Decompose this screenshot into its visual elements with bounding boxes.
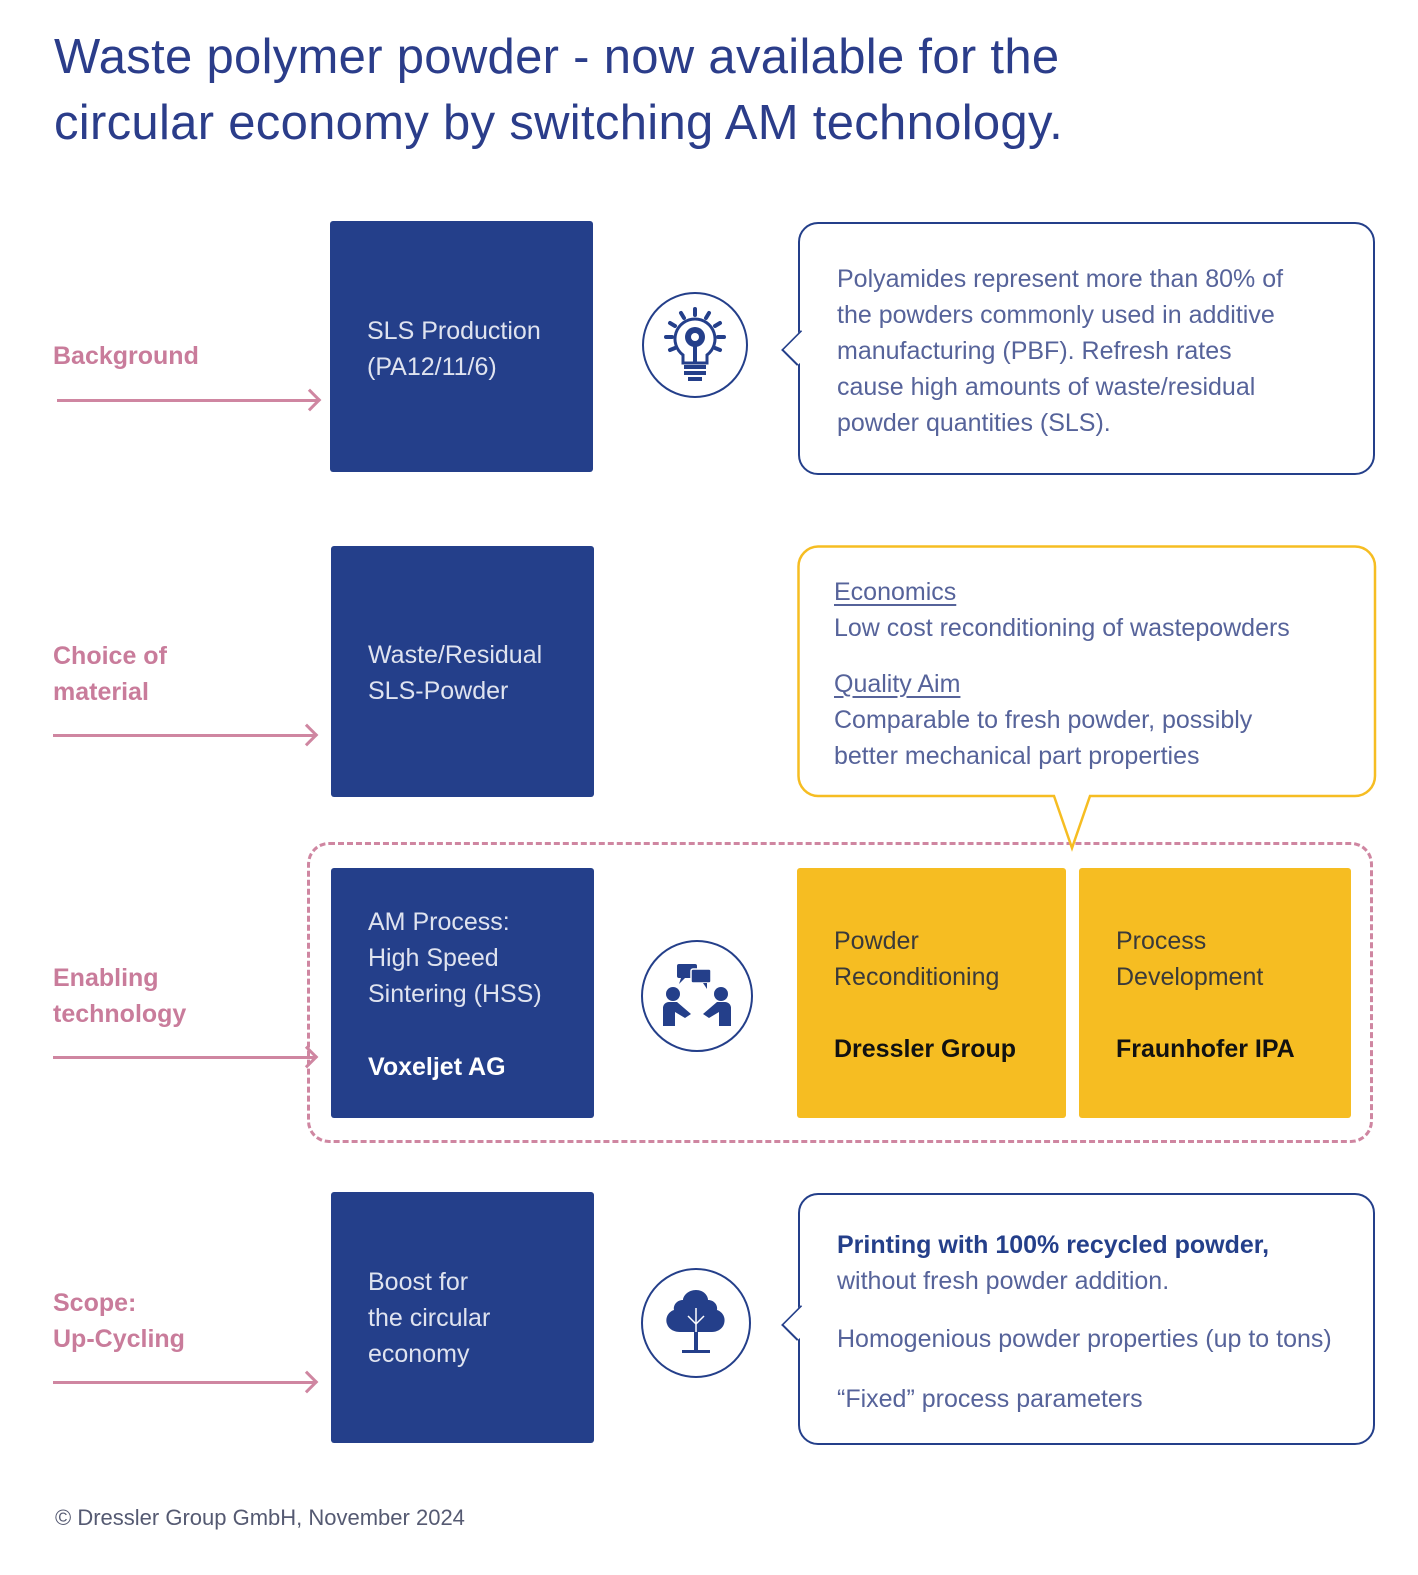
role-text: Process (1116, 927, 1207, 955)
title-line: circular economy by switching AM technol… (54, 96, 1064, 150)
row-label-choice-of-material: Choice of material (53, 638, 167, 710)
handshake-people-icon (641, 940, 753, 1052)
label-text: Enabling (53, 964, 159, 992)
partner-name: Fraunhofer IPA (1116, 1035, 1295, 1063)
box-text: the circular (368, 1304, 491, 1332)
quality-text: Comparable to fresh powder, possibly (834, 706, 1253, 734)
label-text: technology (53, 1000, 187, 1028)
label-text: Choice of (53, 642, 167, 670)
callout-line: without fresh powder addition. (837, 1267, 1170, 1295)
box-text: AM Process: (368, 908, 510, 936)
economics-text: Low cost reconditioning of wastepowders (834, 614, 1290, 642)
economics-callout: Economics Low cost reconditioning of was… (834, 574, 1290, 774)
partner-name: Dressler Group (834, 1035, 1017, 1063)
box-text: Waste/Residual (368, 641, 543, 669)
label-text: Up-Cycling (53, 1325, 185, 1353)
callout-line: Polyamides represent more than 80% of (837, 265, 1284, 293)
quality-text: better mechanical part properties (834, 742, 1200, 770)
label-text: material (53, 678, 149, 706)
partner-name: Voxeljet AG (368, 1053, 506, 1081)
economics-heading: Economics (834, 578, 957, 606)
box-text: economy (368, 1340, 470, 1368)
scope-callout: Printing with 100% recycled powder, with… (781, 1193, 1375, 1445)
tree-icon (641, 1268, 751, 1378)
economics-callout-outline (797, 545, 1377, 852)
row-label-background: Background (53, 338, 199, 374)
callout-pointer (781, 1305, 817, 1341)
callout-line: “Fixed” process parameters (837, 1385, 1143, 1413)
row-label-enabling-technology: Enabling technology (53, 960, 186, 1032)
callout-line: Homogenious powder properties (up to ton… (837, 1325, 1332, 1353)
box-text: (PA12/11/6) (367, 353, 497, 381)
callout-line: cause high amounts of waste/residual (837, 373, 1256, 401)
label-text: Background (53, 342, 199, 370)
callout-pointer (781, 330, 817, 366)
background-callout: Polyamides represent more than 80% of th… (781, 222, 1375, 475)
copyright-footer: © Dressler Group GmbH, November 2024 (55, 1505, 465, 1530)
callout-line: powder quantities (SLS). (837, 409, 1111, 437)
row-label-scope: Scope: Up-Cycling (53, 1285, 185, 1357)
sls-production-box: SLS Production (PA12/11/6) (330, 221, 593, 472)
role-text: Development (1116, 963, 1264, 991)
box-text: SLS-Powder (368, 677, 509, 705)
label-text: Scope: (53, 1289, 137, 1317)
arrow (53, 734, 314, 737)
arrow (57, 399, 317, 402)
box-text: High Speed (368, 944, 499, 972)
title-line: Waste polymer powder - now available for… (54, 30, 1060, 84)
lightbulb-gear-icon (642, 292, 748, 398)
callout-line: manufacturing (PBF). Refresh rates (837, 337, 1232, 365)
arrow (53, 1056, 314, 1059)
callout-line: the powders commonly used in additive (837, 301, 1275, 329)
role-text: Reconditioning (834, 963, 1000, 991)
arrow (53, 1381, 314, 1384)
box-text: Sintering (HSS) (368, 980, 542, 1008)
role-text: Powder (834, 927, 919, 955)
page-title: Waste polymer powder - now available for… (54, 24, 1063, 156)
enabling-technology-dashed-frame (307, 842, 1373, 1143)
box-text: Boost for (368, 1268, 469, 1296)
box-text: SLS Production (367, 317, 541, 345)
circular-economy-box: Boost for the circular economy (331, 1192, 594, 1443)
quality-heading: Quality Aim (834, 670, 961, 698)
callout-highlight: Printing with 100% recycled powder, (837, 1231, 1270, 1259)
